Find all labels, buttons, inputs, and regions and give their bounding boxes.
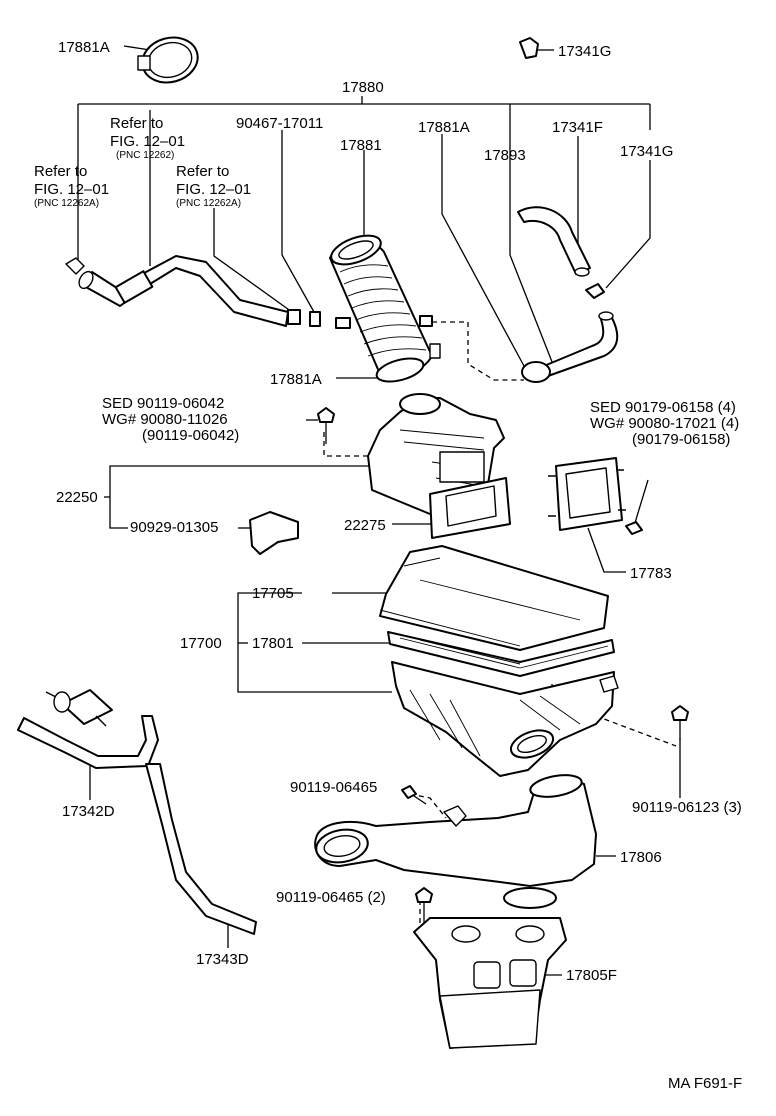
label-refer1-c: (PNC 12262) [116,150,174,161]
label-refer1-b: FIG. 12–01 [110,133,185,150]
label-refer3-c: (PNC 12262A) [176,198,241,209]
label-wg1b: (90119-06042) [142,427,239,444]
vent-hose-left [65,255,321,327]
gasket-17783 [548,457,643,535]
gasket-22275 [429,477,511,539]
label-17341G-top: 17341G [558,43,611,60]
label-17881A-low: 17881A [270,371,322,388]
label-sed1: SED 90119-06042 [102,395,224,412]
label-17806: 17806 [620,849,662,866]
label-17705: 17705 [252,585,294,602]
clamp-top-right [519,37,539,59]
label-17880: 17880 [342,79,384,96]
label-90467-17011: 90467-17011 [236,115,323,132]
label-wg2b: (90179-06158) [632,431,730,448]
label-17700: 17700 [180,635,222,652]
label-refer2-c: (PNC 12262A) [34,198,99,209]
label-17805F: 17805F [566,967,617,984]
label-refer3-a: Refer to [176,163,229,180]
air-cleaner-cap-17705 [379,545,609,651]
bolt-90119-06123 [671,705,689,740]
label-17343D: 17343D [196,951,249,968]
label-17341F: 17341F [552,119,603,136]
label-90119-06465: 90119-06465 [290,779,377,796]
bracket-90929-01305 [249,511,299,555]
label-22275: 22275 [344,517,386,534]
bolt-90119-06042 [317,407,335,444]
filter-element-17801 [387,631,615,677]
resonator-17805F [413,917,567,1049]
air-hose-17881 [329,234,441,383]
label-17881: 17881 [340,137,382,154]
label-sed2: SED 90179-06158 (4) [590,399,736,416]
label-wg2: WG# 90080-17021 (4) [590,415,739,432]
label-22250: 22250 [56,489,98,506]
label-refer2-b: FIG. 12–01 [34,181,109,198]
leader-lines [77,45,681,976]
part-labels: 17881A 17341G 17880 Refer to FIG. 12–01 … [34,39,742,1092]
hose-17893 [521,311,619,383]
label-90119-06123: 90119-06123 (3) [632,799,742,816]
label-17341G-mid: 17341G [620,143,673,160]
label-17893: 17893 [484,147,526,164]
label-17783: 17783 [630,565,672,582]
label-refer2-a: Refer to [34,163,87,180]
label-90119-06465-2: 90119-06465 (2) [276,889,386,906]
label-refer3-b: FIG. 12–01 [176,181,251,198]
label-90929-01305: 90929-01305 [130,519,218,536]
label-reference-code: MA F691-F [668,1075,742,1092]
vent-pipe-17342D [17,689,159,769]
air-cleaner-case-17700 [391,661,619,777]
label-17342D: 17342D [62,803,115,820]
label-refer1-a: Refer to [110,115,163,132]
label-17881A-mid: 17881A [418,119,470,136]
intake-duct-17806 [314,774,597,909]
label-17801: 17801 [252,635,294,652]
hose-17341F [517,206,605,299]
clamp-top-left [137,36,199,84]
label-wg1: WG# 90080-11026 [102,411,228,428]
label-17881A-top: 17881A [58,39,110,56]
bolt-90119-06465 [401,785,427,805]
hose-17343D [145,763,257,935]
